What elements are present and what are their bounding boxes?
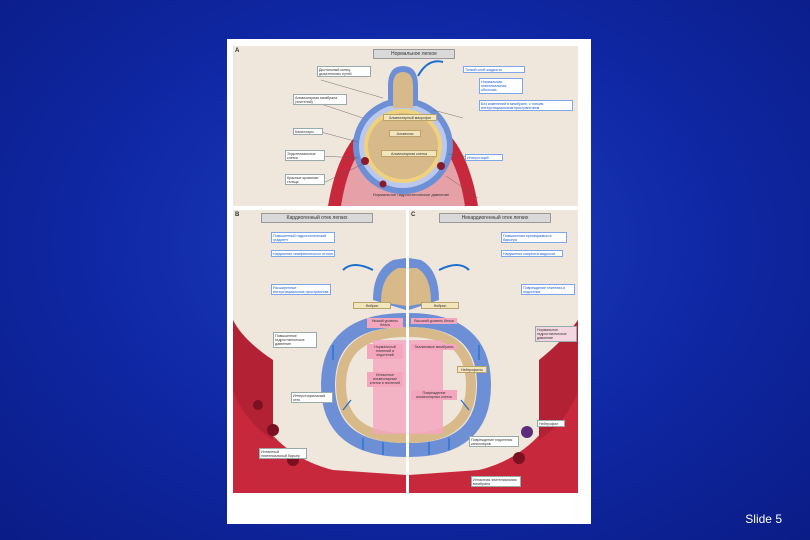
label-interstitial-space: Без изменений в мембране, с тонким интер… xyxy=(479,100,573,111)
label-hyaline: Гиалиновые мембраны xyxy=(411,344,457,350)
label-red-cells: Красные кровяные тельца xyxy=(285,174,325,185)
label-fibrin-b: Фибрин xyxy=(353,302,391,309)
label-capillary-damage: Повреждение эндотелия капилляров xyxy=(469,436,519,447)
label-intact-cells: Интактные альвеолярные клетки и эпителий xyxy=(367,372,403,387)
label-normal-pressure-c: Нормальное гидростатическое давление xyxy=(535,326,577,342)
label-alveolar-cell: Альвеолярная клетка xyxy=(381,150,437,157)
label-fluid-clearance: Нарушение клиренса жидкости xyxy=(501,250,563,257)
panel-c-letter: C xyxy=(411,212,415,218)
label-lymph-outflow: Нарушение лимфатического оттока xyxy=(271,250,335,257)
label-permeability: Повышенная проницаемость барьера xyxy=(501,232,567,243)
label-alveolar-membrane: Альвеолярная мембрана (эпителий) xyxy=(293,94,347,105)
panel-b-letter: B xyxy=(235,212,239,218)
label-distal-airway: Дистальный конец дыхательных путей xyxy=(317,66,371,77)
label-interstitium: Интерстиций xyxy=(465,154,503,161)
label-neutrophil: Нейтрофил xyxy=(537,420,565,427)
label-intact-barrier: Интактный эпителиальный барьер xyxy=(259,448,307,459)
panel-c-title: Некардиогенный отек легких xyxy=(439,213,551,223)
label-low-protein: Низкий уровень белка xyxy=(367,318,403,328)
label-normal-epithelium: Нормальный эпителий и эндотелий xyxy=(367,344,403,359)
label-epithelium: Нормальная эпителиальная оболочка xyxy=(479,78,523,94)
panel-a-letter: A xyxy=(235,48,239,54)
label-thin-fluid-layer: Тонкий слой жидкости xyxy=(463,66,525,73)
label-alveolar-damage: Повреждение альвеолярных клеток xyxy=(411,390,457,400)
label-neutrophils-in: Нейтрофилы xyxy=(457,366,487,373)
panel-normal-lung: A Нормальное легкое Дистальный конец дых… xyxy=(233,46,578,206)
label-macrophage: Альвеолярный макрофаг xyxy=(383,114,437,121)
label-fibrin-c: Фибрин xyxy=(421,302,459,309)
panel-b-title: Кардиогенный отек легких xyxy=(261,213,373,223)
label-high-protein: Высокий уровень белка xyxy=(411,318,457,324)
label-normal-pressure: Нормальное гидростатическое давление xyxy=(357,192,465,197)
label-alveoli: Альвеолы xyxy=(389,130,421,137)
panel-cardiogenic-edema: B Кардиогенный отек легких Повышенный ги… xyxy=(233,210,406,493)
label-interstitial-edema: Интерстициальный отек xyxy=(291,392,333,403)
slide-number: Slide 5 xyxy=(745,512,782,526)
label-endothelial-cells: Эндотелиальные клетки xyxy=(285,150,325,161)
label-damage: Повреждение эпителия и эндотелия xyxy=(521,284,575,295)
figure-sheet: A Нормальное легкое Дистальный конец дых… xyxy=(227,39,591,524)
label-wide-interstitial: Расширенные интерстициальные пространств… xyxy=(271,284,331,295)
label-increased-pressure: Повышенное гидростатическое давление xyxy=(273,332,317,348)
label-hydrostatic-gradient: Повышенный гидростатический градиент xyxy=(271,232,335,243)
panel-noncardiogenic-edema: C Некардиогенный отек легких Повышенная … xyxy=(409,210,578,493)
panel-a-title: Нормальное легкое xyxy=(373,49,455,59)
label-intact-membrane: Интактная эпителиальная мембрана xyxy=(471,476,521,487)
label-capillaries: Капилляры xyxy=(293,128,323,135)
